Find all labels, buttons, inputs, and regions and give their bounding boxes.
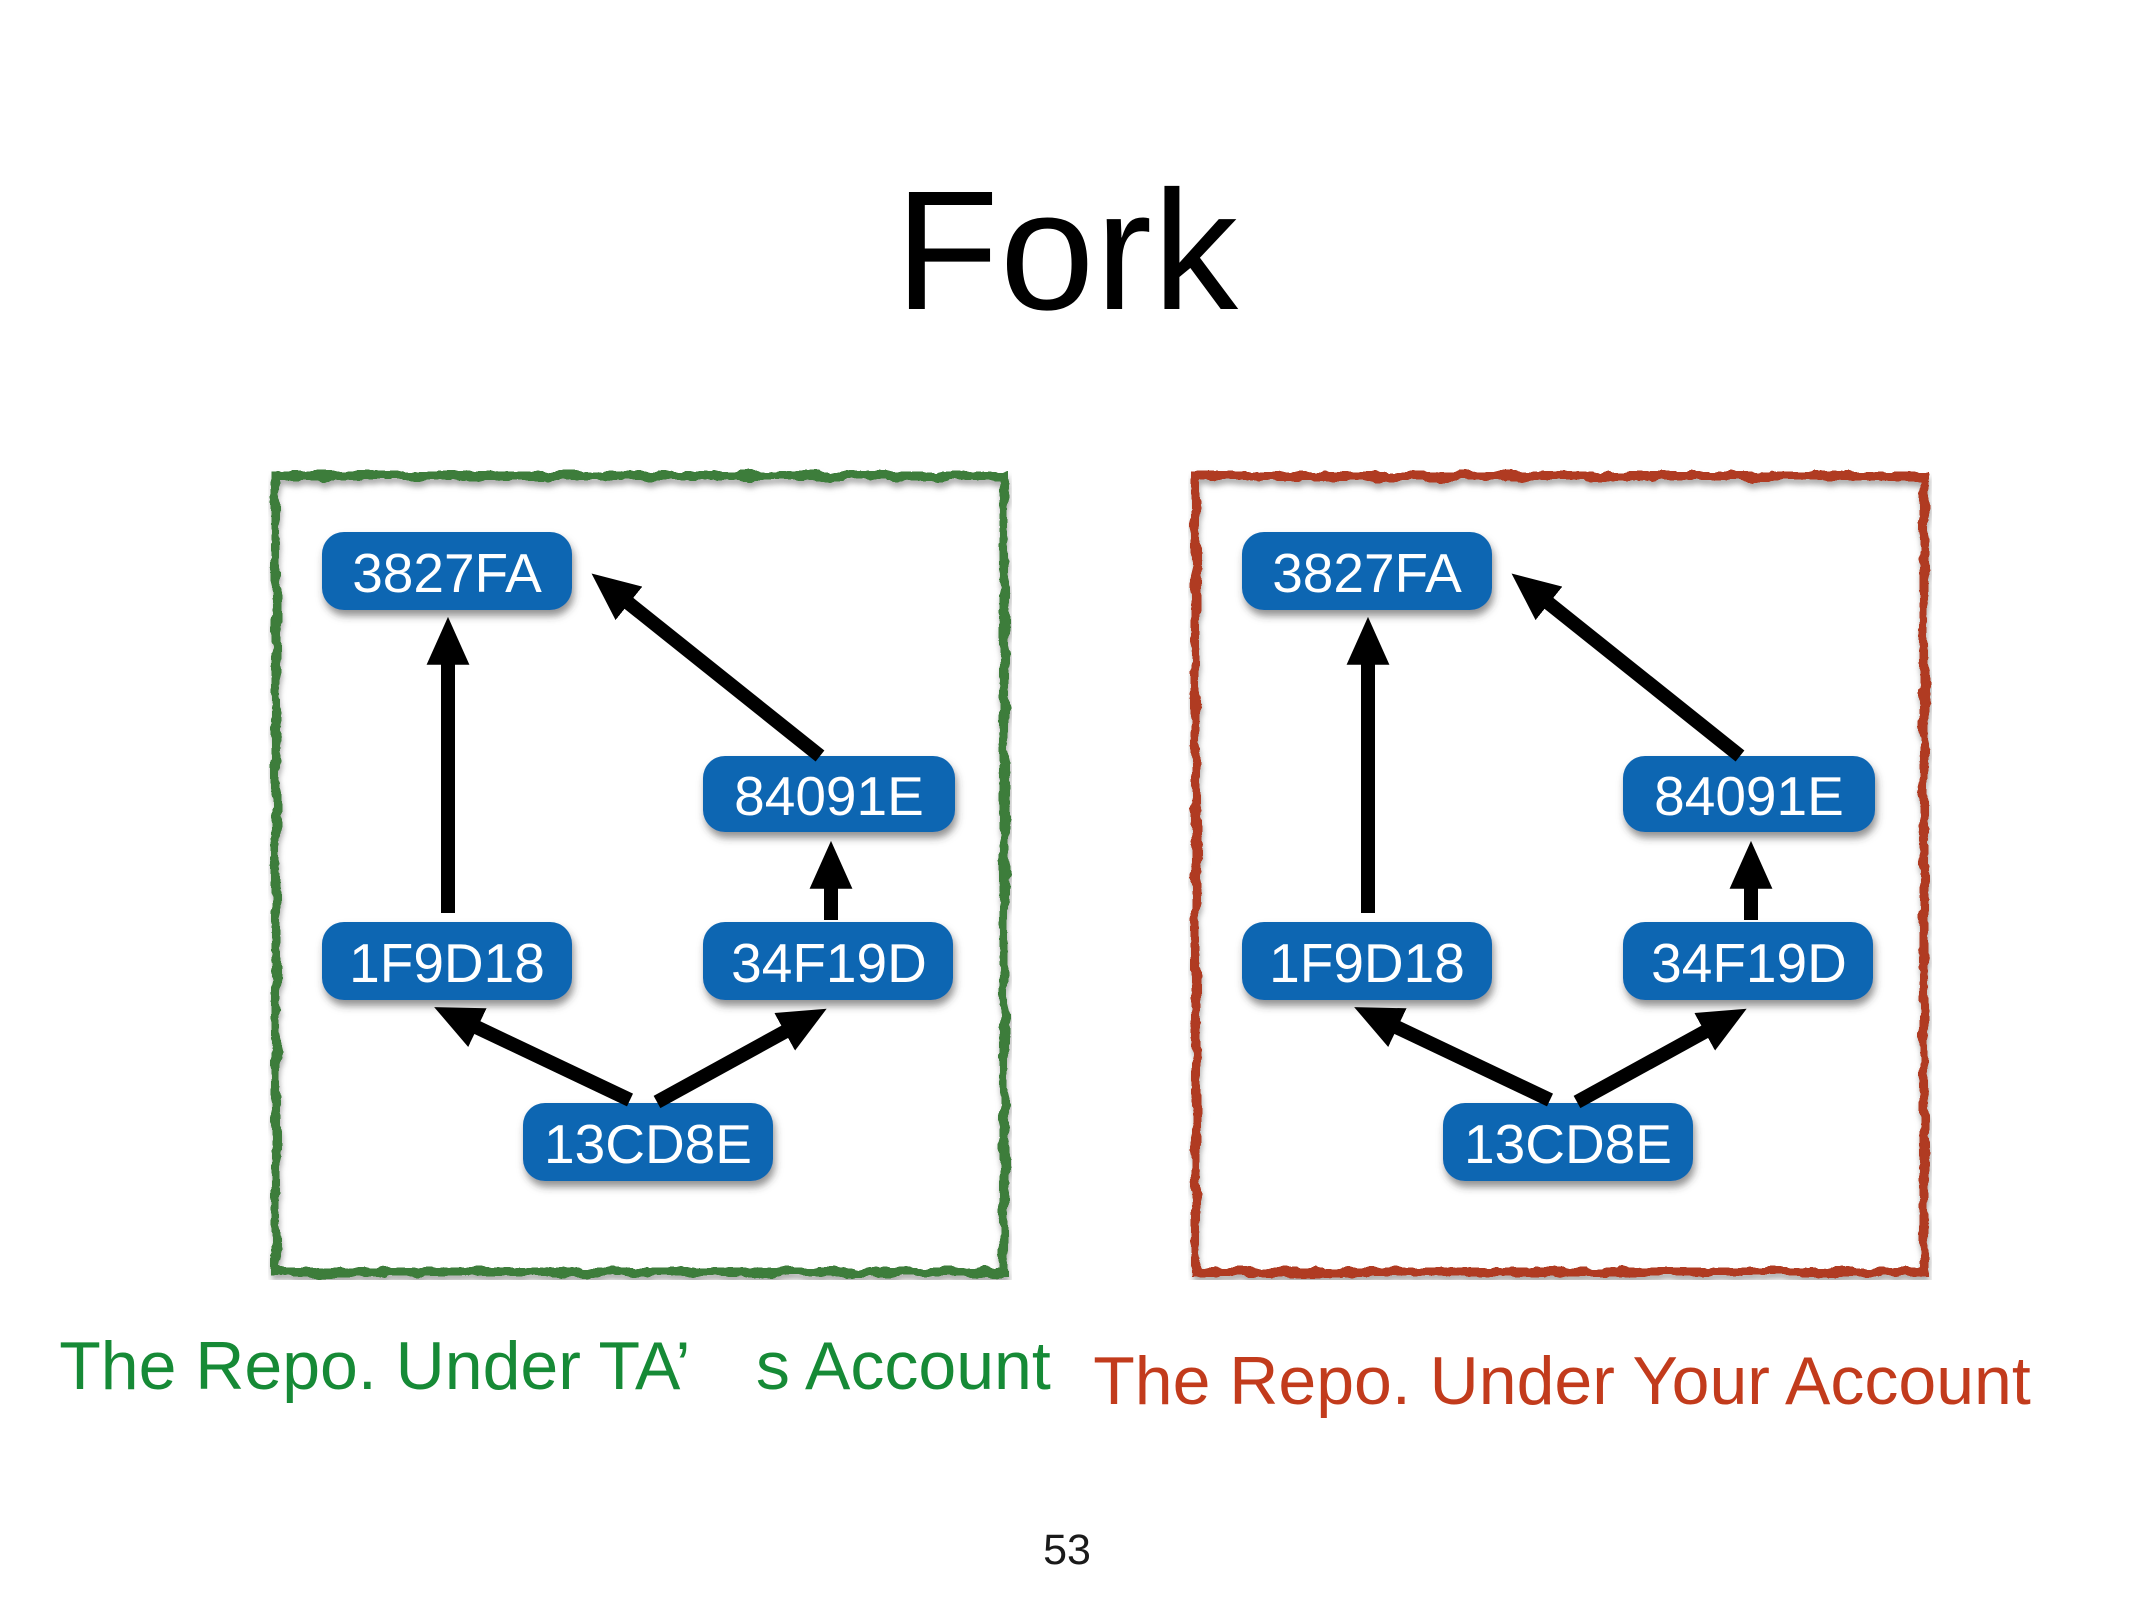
commit-label-34f19d: 34F19D <box>1651 932 1847 994</box>
commit-label-34f19d: 34F19D <box>731 932 927 994</box>
edge-13cd8e-34f19d <box>653 1008 827 1109</box>
page-number: 53 <box>1043 1526 1091 1574</box>
ta-commit-graph: 3827FA 84091E 1F9D18 34F19D 13CD8E <box>271 471 1009 1277</box>
commit-label-13cd8e: 13CD8E <box>544 1113 752 1175</box>
ta-commit-nodes <box>322 532 955 1181</box>
commit-node-3827fa <box>1242 532 1492 610</box>
edge-13cd8e-1f9d18 <box>434 1007 634 1107</box>
ta-panel-border <box>271 471 1009 1277</box>
commit-node-3827fa <box>322 532 572 610</box>
commit-label-84091e: 84091E <box>734 765 924 827</box>
your-repo-panel: 3827FA 84091E 1F9D18 34F19D 13CD8E <box>1188 468 1932 1280</box>
commit-label-13cd8e: 13CD8E <box>1464 1113 1672 1175</box>
your-commit-nodes <box>1242 532 1875 1181</box>
commit-node-34f19d <box>703 922 953 1000</box>
commit-node-13cd8e <box>523 1103 773 1181</box>
edge-13cd8e-34f19d <box>1573 1008 1747 1109</box>
commit-node-1f9d18 <box>1242 922 1492 1000</box>
your-repo-caption: The Repo. Under Your Account <box>1093 1343 2031 1419</box>
commit-label-3827fa: 3827FA <box>1272 542 1462 604</box>
commit-node-84091e <box>1623 756 1875 832</box>
commit-node-1f9d18 <box>322 922 572 1000</box>
edge-84091e-3827fa <box>591 573 825 762</box>
commit-node-84091e <box>703 756 955 832</box>
commit-label-1f9d18: 1F9D18 <box>1269 932 1465 994</box>
edge-84091e-3827fa <box>1511 573 1745 762</box>
your-panel-border <box>1191 471 1929 1277</box>
commit-node-34f19d <box>1623 922 1873 1000</box>
ta-repo-panel: 3827FA 84091E 1F9D18 34F19D 13CD8E <box>268 468 1012 1280</box>
your-commit-graph: 3827FA 84091E 1F9D18 34F19D 13CD8E <box>1191 471 1929 1277</box>
commit-label-3827fa: 3827FA <box>352 542 542 604</box>
commit-node-13cd8e <box>1443 1103 1693 1181</box>
commit-label-84091e: 84091E <box>1654 765 1844 827</box>
edge-13cd8e-1f9d18 <box>1354 1007 1554 1107</box>
ta-repo-caption: The Repo. Under TA’ s Account <box>59 1328 1051 1404</box>
commit-label-1f9d18: 1F9D18 <box>349 932 545 994</box>
slide-title: Fork <box>895 156 1239 346</box>
